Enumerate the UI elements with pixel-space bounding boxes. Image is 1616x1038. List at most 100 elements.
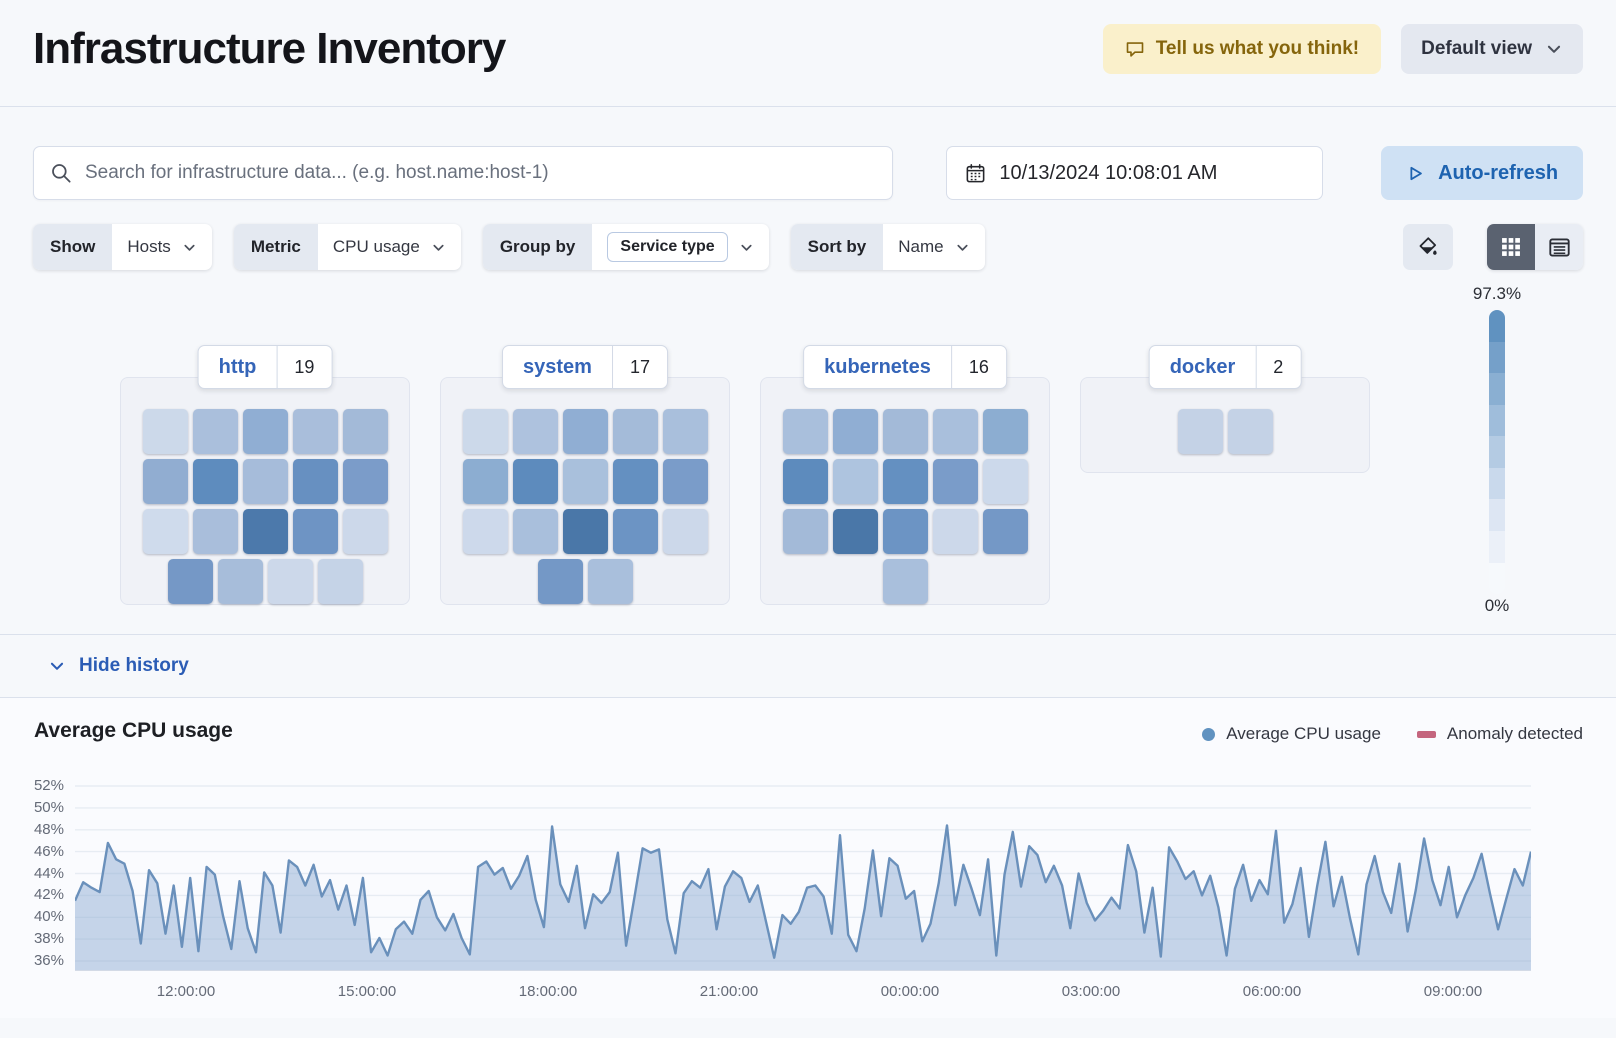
group-card-docker: docker 2 xyxy=(1080,345,1370,473)
legend-item-avg-cpu[interactable]: Average CPU usage xyxy=(1202,724,1381,744)
host-square[interactable] xyxy=(882,409,928,454)
scale-step xyxy=(1489,530,1505,563)
view-selector-label: Default view xyxy=(1421,38,1532,59)
host-square[interactable] xyxy=(167,559,213,604)
date-picker-button[interactable]: 10/13/2024 10:08:01 AM xyxy=(946,146,1324,200)
host-square[interactable] xyxy=(882,509,928,554)
host-square[interactable] xyxy=(512,509,558,554)
group-name-link[interactable]: system xyxy=(523,355,592,378)
x-axis-tick-label: 15:00:00 xyxy=(337,983,397,1000)
group-by-dropdown[interactable]: Service type xyxy=(592,224,768,270)
show-dropdown[interactable]: Hosts xyxy=(112,224,211,270)
group-name-link[interactable]: kubernetes xyxy=(824,355,931,378)
host-square[interactable] xyxy=(242,509,288,554)
group-pill-kubernetes[interactable]: kubernetes 16 xyxy=(803,345,1007,389)
host-square[interactable] xyxy=(932,509,978,554)
chevron-down-icon xyxy=(1545,40,1563,58)
hide-history-toggle[interactable]: Hide history xyxy=(0,634,1616,697)
host-square[interactable] xyxy=(512,409,558,454)
host-square[interactable] xyxy=(832,409,878,454)
auto-refresh-button[interactable]: Auto-refresh xyxy=(1381,146,1583,200)
host-square[interactable] xyxy=(292,409,338,454)
header-actions: Tell us what you think! Default view xyxy=(1102,24,1583,74)
host-square[interactable] xyxy=(142,459,188,504)
host-square[interactable] xyxy=(292,509,338,554)
y-axis-tick-label: 36% xyxy=(33,952,64,969)
x-axis-tick-label: 09:00:00 xyxy=(1423,983,1483,1000)
search-input[interactable] xyxy=(85,162,877,184)
search-toolbar: 10/13/2024 10:08:01 AM Auto-refresh xyxy=(33,146,1583,200)
scale-step xyxy=(1489,436,1505,468)
host-square[interactable] xyxy=(462,459,508,504)
search-box[interactable] xyxy=(33,146,894,200)
cpu-chart-svg-wrap[interactable] xyxy=(75,759,1531,971)
host-square[interactable] xyxy=(832,509,878,554)
host-square[interactable] xyxy=(242,409,288,454)
host-square[interactable] xyxy=(192,409,238,454)
sort-by-dropdown[interactable]: Name xyxy=(883,224,984,270)
metric-dropdown[interactable]: CPU usage xyxy=(318,224,461,270)
host-square[interactable] xyxy=(242,459,288,504)
search-icon xyxy=(50,162,72,184)
group-by-value-badge[interactable]: Service type xyxy=(607,232,728,262)
host-square[interactable] xyxy=(832,459,878,504)
host-square[interactable] xyxy=(512,459,558,504)
scale-gradient-bar[interactable] xyxy=(1489,310,1505,594)
host-square[interactable] xyxy=(192,509,238,554)
group-pill-docker[interactable]: docker 2 xyxy=(1148,345,1302,389)
host-square[interactable] xyxy=(342,509,388,554)
host-square[interactable] xyxy=(1177,409,1223,454)
host-square[interactable] xyxy=(662,459,708,504)
host-square[interactable] xyxy=(662,509,708,554)
view-selector-button[interactable]: Default view xyxy=(1401,24,1583,74)
group-count: 2 xyxy=(1273,356,1284,377)
feedback-button[interactable]: Tell us what you think! xyxy=(1102,24,1382,74)
host-square[interactable] xyxy=(462,409,508,454)
table-view-toggle[interactable] xyxy=(1535,224,1583,270)
host-square[interactable] xyxy=(462,509,508,554)
host-square[interactable] xyxy=(267,559,313,604)
host-square[interactable] xyxy=(342,459,388,504)
host-square[interactable] xyxy=(342,409,388,454)
host-square[interactable] xyxy=(562,409,608,454)
group-name-link[interactable]: http xyxy=(218,355,257,378)
host-square[interactable] xyxy=(782,509,828,554)
host-square[interactable] xyxy=(662,409,708,454)
host-square[interactable] xyxy=(1227,409,1273,454)
host-square[interactable] xyxy=(612,409,658,454)
scale-step xyxy=(1489,341,1505,374)
host-square[interactable] xyxy=(612,509,658,554)
host-square[interactable] xyxy=(932,409,978,454)
x-axis-tick-label: 06:00:00 xyxy=(1242,983,1302,1000)
host-square[interactable] xyxy=(537,559,583,604)
host-square[interactable] xyxy=(292,459,338,504)
host-square[interactable] xyxy=(587,559,633,604)
group-pill-system[interactable]: system 17 xyxy=(502,345,668,389)
pill-divider xyxy=(1255,346,1257,388)
grid-view-toggle[interactable] xyxy=(1487,224,1535,270)
host-square[interactable] xyxy=(982,459,1028,504)
host-square[interactable] xyxy=(317,559,363,604)
color-palette-button[interactable] xyxy=(1403,224,1453,270)
legend-item-anomaly[interactable]: Anomaly detected xyxy=(1416,724,1583,744)
host-square[interactable] xyxy=(982,409,1028,454)
group-name-link[interactable]: docker xyxy=(1169,355,1236,378)
host-square[interactable] xyxy=(882,559,928,604)
host-square[interactable] xyxy=(192,459,238,504)
group-count: 17 xyxy=(629,356,650,377)
host-square[interactable] xyxy=(932,459,978,504)
host-square[interactable] xyxy=(562,509,608,554)
host-square[interactable] xyxy=(562,459,608,504)
host-square[interactable] xyxy=(142,409,188,454)
host-square[interactable] xyxy=(217,559,263,604)
host-square[interactable] xyxy=(782,459,828,504)
host-square[interactable] xyxy=(782,409,828,454)
host-square[interactable] xyxy=(612,459,658,504)
chart-title: Average CPU usage xyxy=(34,719,233,742)
host-square[interactable] xyxy=(882,459,928,504)
view-mode-toggle xyxy=(1487,224,1583,270)
host-square[interactable] xyxy=(142,509,188,554)
inventory-waffle-section: http 19 system 17 kubernetes 16 docker 2… xyxy=(0,270,1616,634)
host-square[interactable] xyxy=(982,509,1028,554)
group-pill-http[interactable]: http 19 xyxy=(197,345,333,389)
